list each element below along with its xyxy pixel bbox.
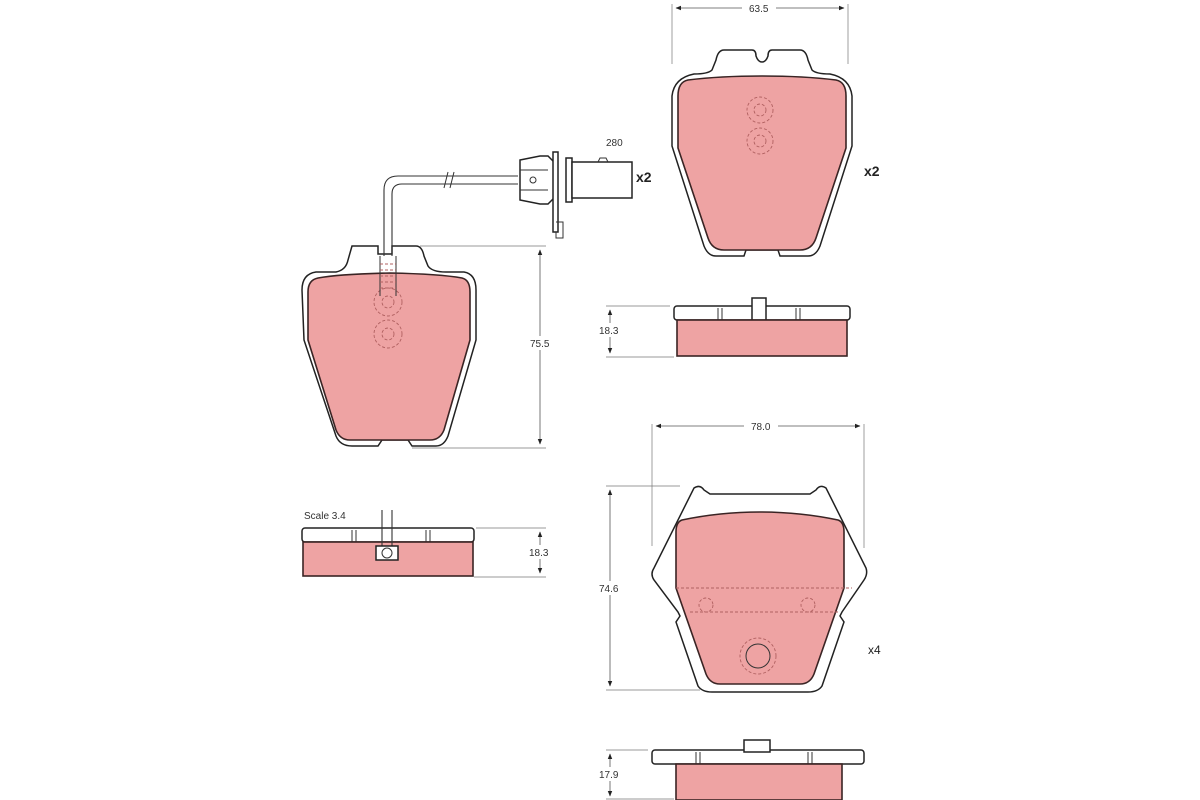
pad-a-front-view	[301, 245, 477, 447]
pad-b-quantity-label: x2	[864, 163, 880, 179]
pad-c-thickness-label: 17.9	[599, 770, 619, 781]
pad-b-side-view	[606, 297, 851, 358]
pad-a-thickness-label: 18.3	[529, 548, 549, 559]
scale-label: Scale 3.4	[304, 511, 346, 522]
pad-b-thickness-label: 18.3	[599, 326, 619, 337]
pad-c-front-view	[651, 485, 868, 693]
pad-c-side-view	[606, 739, 865, 800]
pad-c-width-label: 78.0	[751, 422, 771, 433]
sensor-quantity-label: x2	[636, 169, 652, 185]
pad-b-front-view	[671, 49, 853, 257]
sensor-length-label: 280	[606, 138, 623, 149]
pad-a-side-view	[301, 510, 546, 578]
pad-b-width-label: 63.5	[749, 4, 769, 15]
pad-c-quantity-label: x4	[868, 643, 881, 657]
pad-a-height-label: 75.5	[530, 339, 550, 350]
wear-sensor	[383, 151, 633, 256]
pad-c-height-label: 74.6	[599, 584, 619, 595]
